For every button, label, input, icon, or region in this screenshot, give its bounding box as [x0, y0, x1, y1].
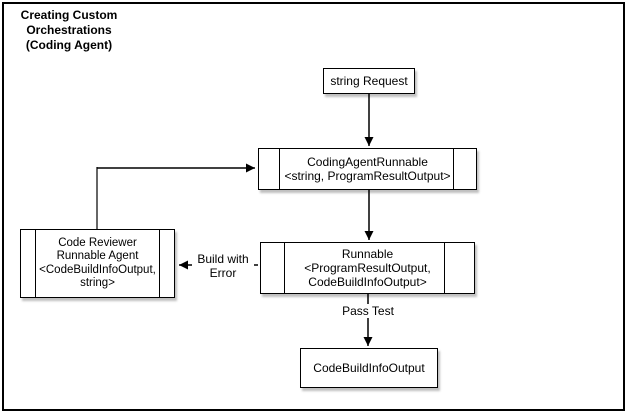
node-runnable-line: CodeBuildInfoOutput> [308, 275, 427, 289]
diagram-title-line: Orchestrations [26, 23, 112, 37]
node-code-reviewer-line: string> [80, 277, 115, 289]
node-codebuildinfooutput-label: CodeBuildInfoOutput [313, 361, 425, 375]
edge-label-build-with-error-line: Build with [197, 252, 249, 266]
node-code-reviewer-line: Runnable Agent [56, 250, 139, 262]
node-coding-agent-runnable-line: CodingAgentRunnable [307, 155, 428, 169]
diagram-frame [2, 2, 625, 411]
node-runnable-line: <ProgramResultOutput, [304, 261, 431, 275]
node-coding-agent-runnable-line: <string, ProgramResultOutput> [284, 169, 451, 183]
node-string-request-label: string Request [330, 74, 408, 88]
node-code-reviewer-line: <CodeBuildInfoOutput, [39, 263, 156, 276]
diagram-title-line: Creating Custom [20, 8, 118, 22]
edge-label-build-with-error: Build with Error [192, 252, 254, 280]
node-runnable: Runnable <ProgramResultOutput, CodeBuild… [260, 242, 475, 294]
node-code-reviewer-line: Code Reviewer [58, 236, 137, 249]
edge-label-build-with-error-line: Error [209, 266, 237, 280]
diagram-title: Creating Custom Orchestrations (Coding A… [16, 8, 122, 53]
diagram-title-line: (Coding Agent) [25, 38, 113, 52]
edge-label-pass-test: Pass Test [340, 304, 396, 318]
node-coding-agent-runnable: CodingAgentRunnable <string, ProgramResu… [258, 148, 477, 190]
node-runnable-line: Runnable [341, 247, 394, 261]
node-codebuildinfooutput: CodeBuildInfoOutput [300, 348, 438, 388]
node-string-request: string Request [323, 68, 415, 94]
node-code-reviewer: Code Reviewer Runnable Agent <CodeBuildI… [20, 229, 175, 298]
